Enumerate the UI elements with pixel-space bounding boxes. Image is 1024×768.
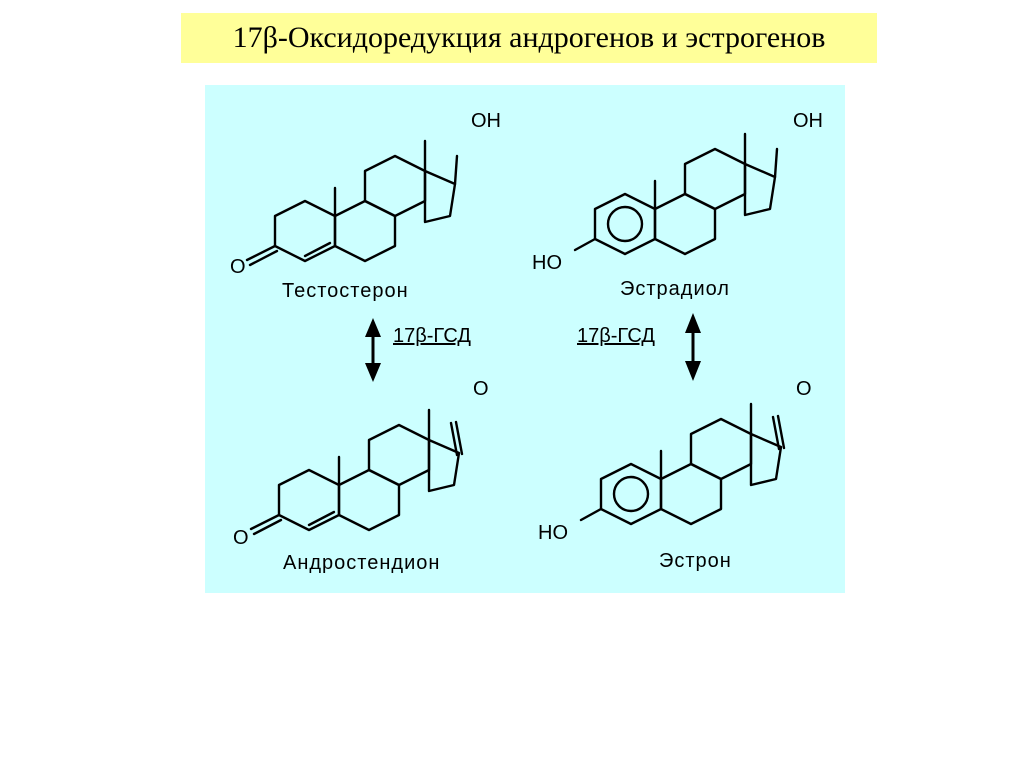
estradiol-structure — [573, 132, 779, 256]
androstenedione-o17-label: O — [473, 378, 489, 400]
estrone-structure — [579, 402, 786, 526]
testosterone-structure — [245, 139, 459, 267]
estradiol-name: Эстрадиол — [620, 278, 730, 300]
left-enzyme-label: 17β-ГСД — [393, 325, 471, 347]
estradiol-ho-label: HO — [532, 252, 562, 274]
right-enzyme-label: 17β-ГСД — [577, 325, 655, 347]
testosterone-o-label: O — [230, 256, 246, 278]
estrone-o17-label: O — [796, 378, 812, 400]
estrone-name: Эстрон — [659, 550, 732, 572]
reaction-diagram: O OH Тестостерон HO OH Эстрадиол — [230, 110, 823, 574]
reaction-panel: O OH Тестостерон HO OH Эстрадиол — [205, 85, 845, 593]
right-reaction-arrow — [685, 313, 701, 381]
estrone-ho-label: HO — [538, 522, 568, 544]
slide-title: 17β-Оксидоредукция андрогенов и эстроген… — [232, 21, 826, 54]
title-box: 17β-Оксидоредукция андрогенов и эстроген… — [181, 13, 877, 63]
androstenedione-structure — [249, 408, 464, 536]
testosterone-oh-label: OH — [471, 110, 501, 132]
estradiol-oh-label: OH — [793, 110, 823, 132]
androstenedione-o3-label: O — [233, 527, 249, 549]
left-reaction-arrow — [365, 318, 381, 382]
testosterone-name: Тестостерон — [282, 280, 409, 302]
androstenedione-name: Андростендион — [283, 552, 440, 574]
